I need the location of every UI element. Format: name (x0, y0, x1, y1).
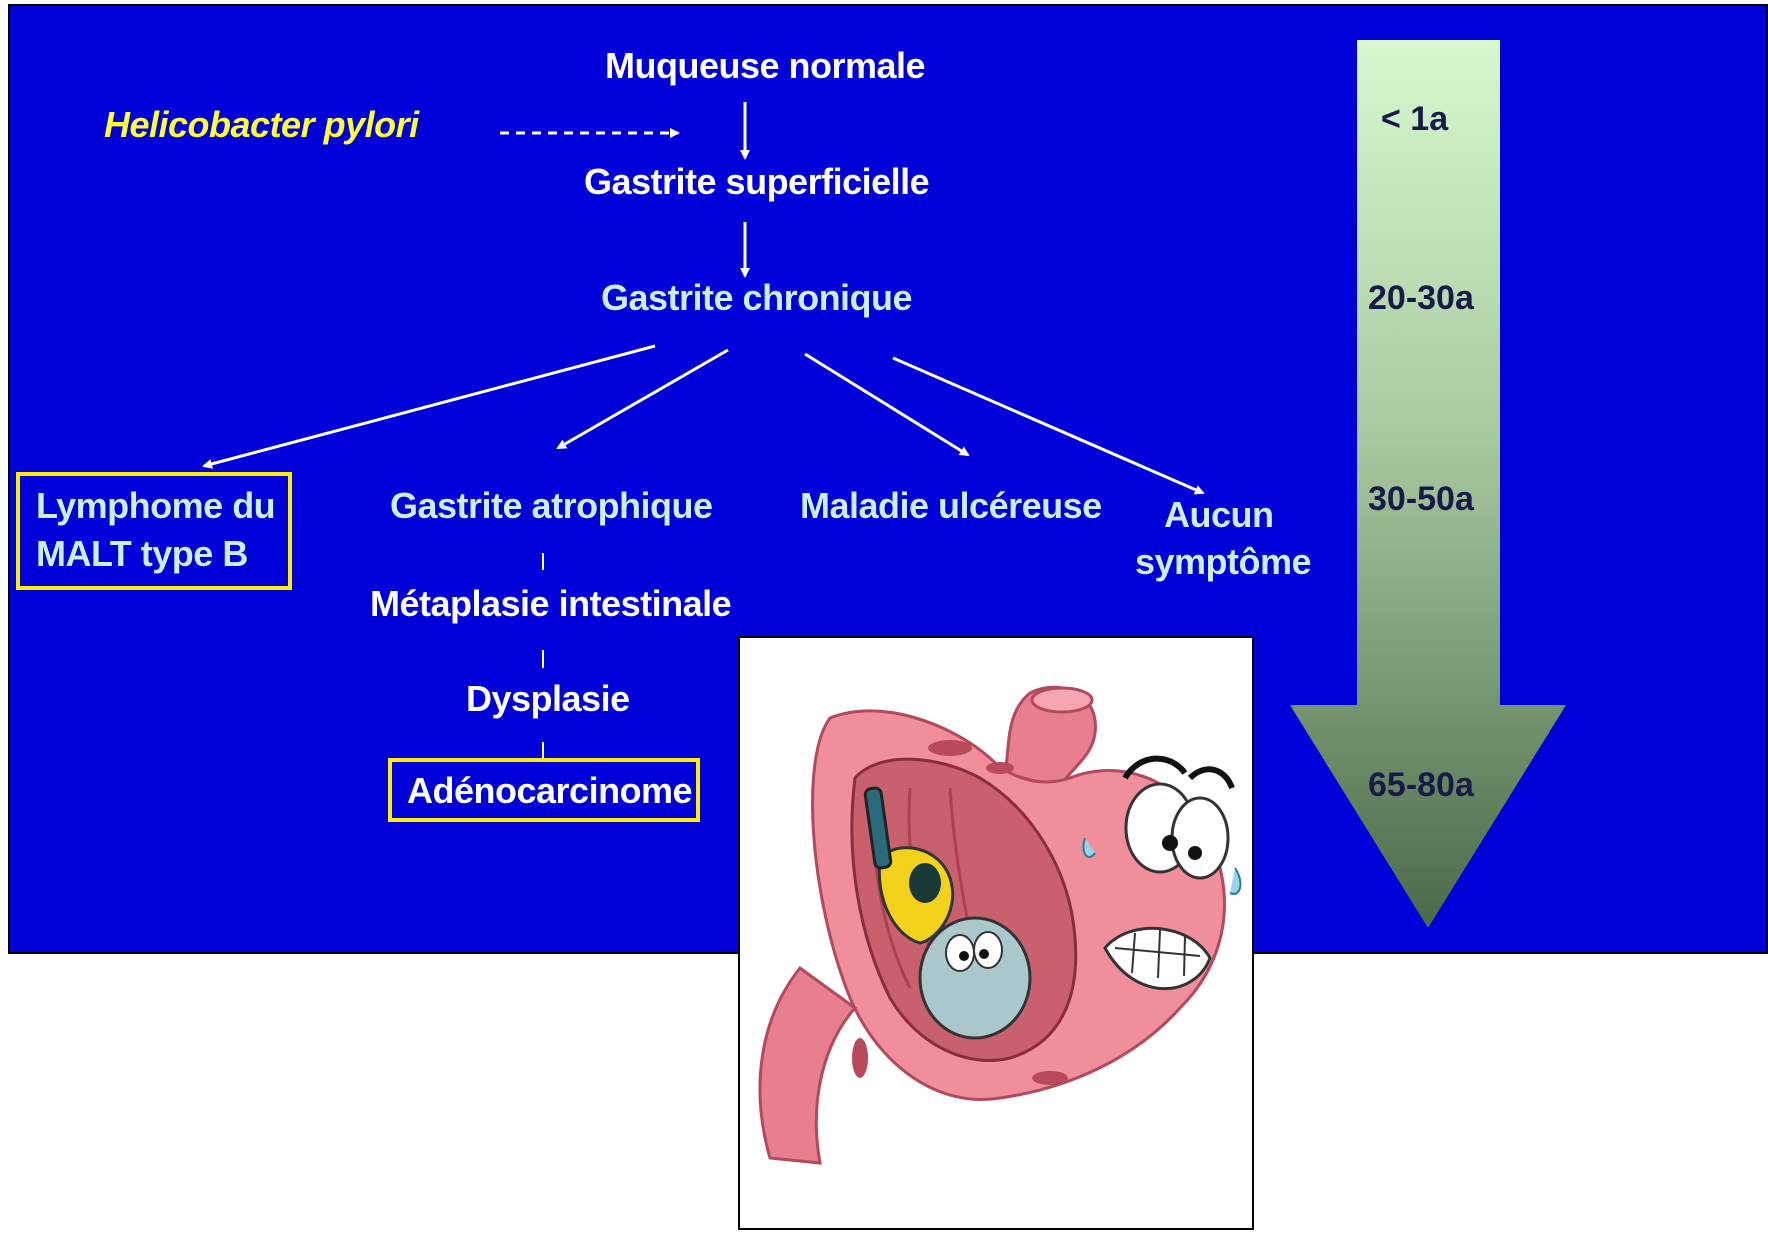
outcome-atrophic: Gastrite atrophique (390, 485, 713, 527)
outcome-none-line2: symptôme (1135, 541, 1311, 583)
outcome-ulcer: Maladie ulcéreuse (800, 485, 1102, 527)
timeline-label: < 1a (1381, 100, 1448, 139)
outcome-lymphoma-line1: Lymphome du (36, 485, 275, 527)
progression-adenocarcinoma: Adénocarcinome (407, 770, 692, 812)
stage-chronic: Gastrite chronique (601, 277, 912, 319)
progression-dysplasia: Dysplasie (466, 678, 630, 720)
timeline-label: 30-50a (1368, 480, 1474, 519)
stage-normal: Muqueuse normale (605, 45, 925, 87)
outcome-lymphoma-line2: MALT type B (36, 533, 248, 575)
timeline-label: 65-80a (1368, 766, 1474, 805)
progression-metaplasia: Métaplasie intestinale (370, 583, 731, 625)
stomach-cartoon-icon (740, 638, 1252, 1228)
outcome-none-line1: Aucun (1164, 494, 1274, 536)
stomach-cartoon-image (738, 636, 1254, 1230)
cause-label: Helicobacter pylori (104, 104, 419, 146)
timeline-label: 20-30a (1368, 279, 1474, 318)
stage-superficial: Gastrite superficielle (584, 161, 929, 203)
